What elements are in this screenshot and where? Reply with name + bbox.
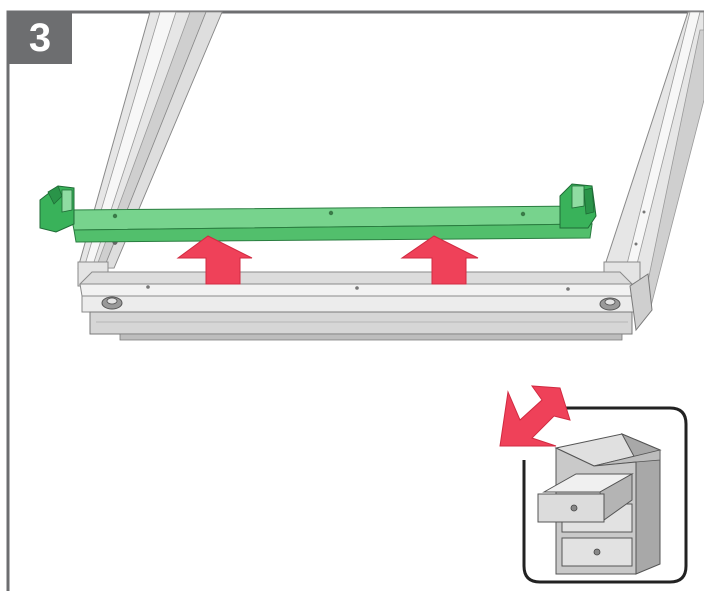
- right-corner-fitting: [599, 297, 621, 311]
- open-drawer: [537, 473, 634, 523]
- up-arrow-icon: [400, 235, 479, 285]
- left-corner-fitting: [101, 296, 123, 310]
- drawer-cabinet-icon: [537, 432, 662, 575]
- bottom-frame: [77, 261, 653, 341]
- left-end-clip: [39, 185, 75, 233]
- left-rail: [77, 11, 223, 269]
- right-end-clip: [559, 183, 597, 229]
- up-arrow-icon: [176, 235, 253, 285]
- pull-out-arrow-icon: [499, 385, 571, 447]
- inset-box: [522, 406, 688, 584]
- step-number-badge: 3: [8, 12, 72, 64]
- green-bar: [39, 183, 597, 243]
